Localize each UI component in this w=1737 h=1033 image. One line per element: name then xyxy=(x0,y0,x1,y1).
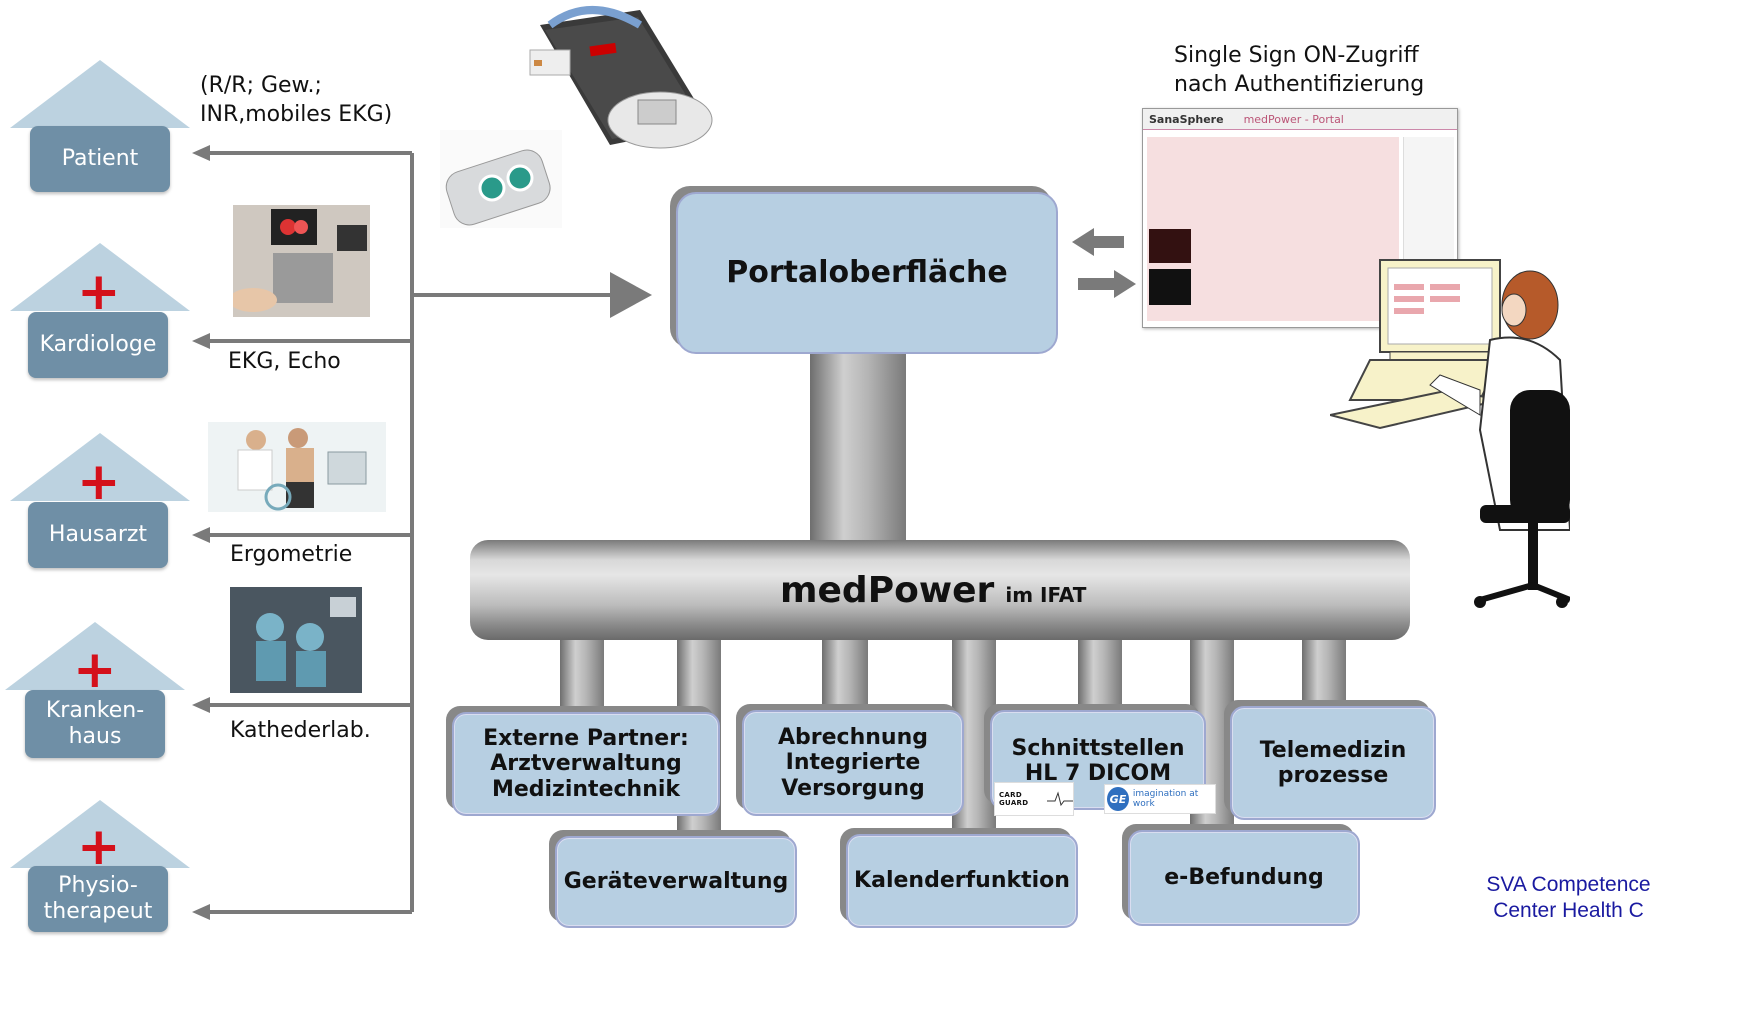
krankenhaus-caption: Kathederlab. xyxy=(230,718,371,743)
module-pipe xyxy=(1302,630,1346,710)
sanasphere-brand: SanaSphere xyxy=(1149,112,1224,126)
portal-screenshot: SanaSphere medPower - Portal xyxy=(1142,108,1458,328)
ge-emblem-icon: GE xyxy=(1107,787,1129,811)
module-geraeteverwaltung: Geräteverwaltung xyxy=(555,836,797,928)
module-pipe xyxy=(1078,630,1122,710)
ecg-device-photo xyxy=(440,130,562,228)
red-cross-icon: + xyxy=(77,452,121,512)
home-devices-photo xyxy=(529,6,713,149)
module-abrechnung: Abrechnung Integrierte Versorgung xyxy=(742,710,964,816)
house-roof xyxy=(10,243,190,311)
module-label: Kalenderfunktion xyxy=(854,868,1070,894)
actor-label: Physio- therapeut xyxy=(43,872,153,924)
actor-label: Kardiologe xyxy=(39,331,157,357)
module-e-befundung: e-Befundung xyxy=(1128,830,1360,926)
module-label: Telemedizin prozesse xyxy=(1259,737,1407,788)
actor-label-box: Patient xyxy=(30,126,170,192)
actor-label: Patient xyxy=(61,145,139,171)
ergometry-photo xyxy=(208,422,386,512)
ge-tagline: imagination at work xyxy=(1132,789,1199,809)
ecg-wave-icon xyxy=(1046,791,1073,807)
bus-subtitle: im IFAT xyxy=(1005,583,1087,607)
ge-logo: GE imagination at work xyxy=(1104,784,1216,814)
medpower-bus: medPower im IFAT xyxy=(470,540,1410,640)
user-at-computer-illustration xyxy=(1330,259,1570,608)
portal-box: Portaloberfläche xyxy=(676,192,1058,354)
echo-photo xyxy=(233,205,370,317)
footer-note: SVA Competence Center Health C xyxy=(1486,873,1651,923)
house-roof xyxy=(10,433,190,501)
portal-bus-pipe xyxy=(810,350,906,550)
sso-caption: Single Sign ON-Zugriff nach Authentifizi… xyxy=(1174,43,1425,97)
card-guard-logo: CARD GUARD xyxy=(994,782,1074,816)
screenshot-title: medPower - Portal xyxy=(1243,112,1344,126)
actor-label-box: Hausarzt xyxy=(28,502,168,568)
red-cross-icon: + xyxy=(77,262,121,322)
house-roof xyxy=(10,60,190,128)
bus-title: medPower xyxy=(780,570,995,611)
module-label: Geräteverwaltung xyxy=(563,869,789,895)
module-pipe xyxy=(560,630,604,720)
module-kalenderfunktion: Kalenderfunktion xyxy=(846,834,1078,928)
screenshot-echo-image xyxy=(1149,269,1191,305)
bus-title-group: medPower im IFAT xyxy=(780,570,1086,611)
cath-lab-photo xyxy=(230,587,362,693)
module-label: Schnittstellen HL 7 DICOM xyxy=(1011,736,1185,787)
card-guard-logo-text: CARD GUARD xyxy=(999,791,1029,807)
screenshot-header: SanaSphere medPower - Portal xyxy=(1143,109,1457,130)
module-label: e-Befundung xyxy=(1164,865,1324,891)
house-roof xyxy=(5,622,185,690)
portal-title: Portaloberfläche xyxy=(726,254,1008,290)
kardiologe-caption: EKG, Echo xyxy=(228,349,341,374)
patient-data-caption: (R/R; Gew.; INR,mobiles EKG) xyxy=(200,73,393,127)
red-cross-icon: + xyxy=(77,817,121,877)
screenshot-doppler-image xyxy=(1149,229,1191,263)
module-externe-partner: Externe Partner: Arztverwaltung Medizint… xyxy=(452,712,720,816)
module-label: Abrechnung Integrierte Versorgung xyxy=(778,725,928,801)
red-cross-icon: + xyxy=(73,640,117,700)
module-label: Externe Partner: Arztverwaltung Medizint… xyxy=(483,726,689,802)
module-pipe xyxy=(822,630,868,710)
module-telemedizin: Telemedizin prozesse xyxy=(1230,706,1436,820)
actor-label-box: Kranken- haus xyxy=(25,690,165,758)
actor-label: Hausarzt xyxy=(48,521,148,547)
actor-label-box: Kardiologe xyxy=(28,312,168,378)
actor-label: Kranken- haus xyxy=(45,697,145,749)
actor-label-box: Physio- therapeut xyxy=(28,866,168,932)
house-roof xyxy=(10,800,190,868)
hausarzt-caption: Ergometrie xyxy=(230,542,353,567)
